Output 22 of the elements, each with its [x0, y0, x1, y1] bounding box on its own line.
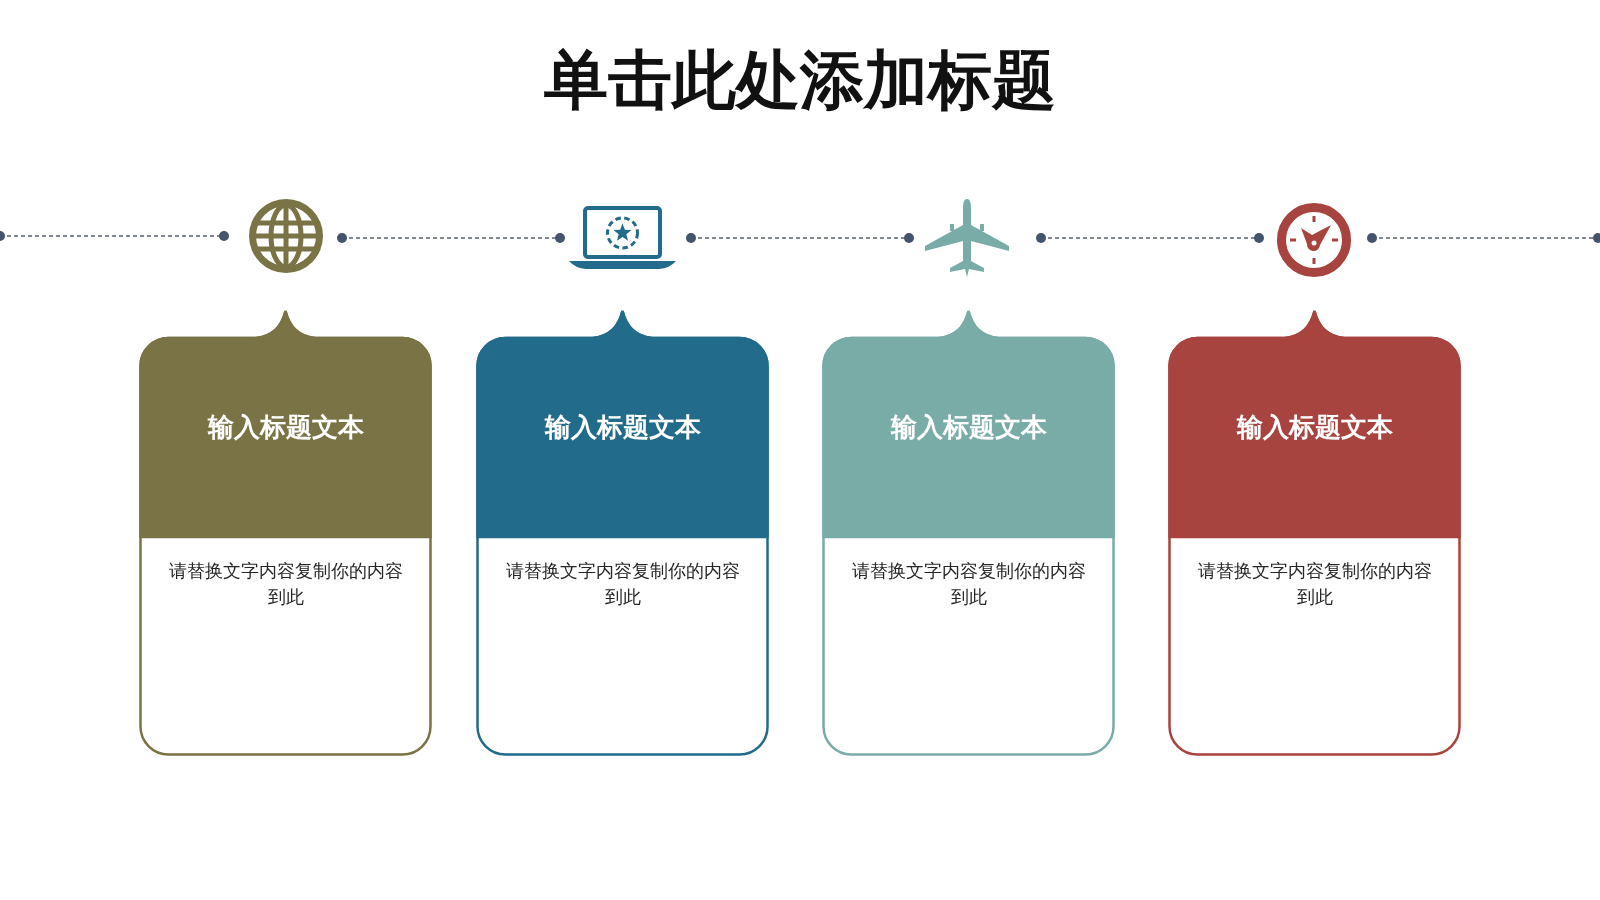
dashed-line	[1367, 233, 1600, 243]
dashed-line	[337, 233, 565, 243]
info-card	[476, 310, 769, 756]
globe-icon	[249, 199, 323, 273]
card-heading: 输入标题文本	[890, 411, 1047, 444]
dashed-line	[686, 233, 914, 243]
card-text: 请替换文字内容复制你的内容到此	[850, 559, 1087, 609]
info-card	[139, 310, 432, 756]
card-heading: 输入标题文本	[1236, 411, 1393, 444]
card-text: 请替换文字内容复制你的内容到此	[167, 559, 404, 609]
card-text: 请替换文字内容复制你的内容到此	[504, 559, 741, 609]
card-heading: 输入标题文本	[207, 411, 364, 444]
dashed-line	[0, 231, 229, 241]
info-card	[1168, 310, 1461, 756]
laptop-icon	[569, 206, 676, 270]
info-card	[822, 310, 1115, 756]
dashed-line	[1036, 233, 1264, 243]
card-text: 请替换文字内容复制你的内容到此	[1196, 559, 1433, 609]
card-heading: 输入标题文本	[544, 411, 701, 444]
clock-icon	[1277, 203, 1351, 277]
title: 单击此处添加标题	[544, 42, 1056, 119]
airplane-icon	[923, 198, 1011, 278]
